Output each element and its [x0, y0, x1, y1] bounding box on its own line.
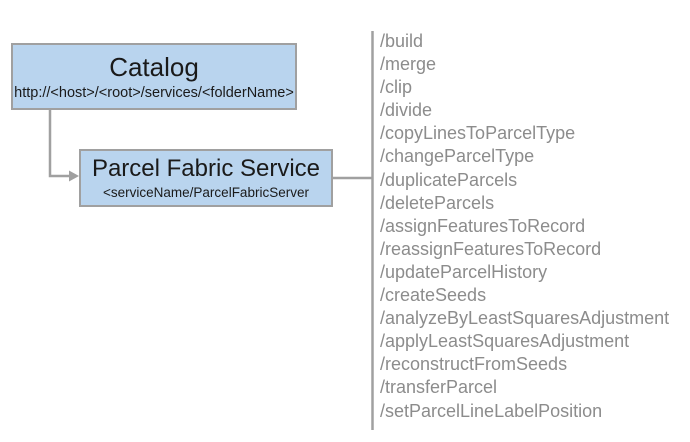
operation-item[interactable]: /updateParcelHistory [380, 261, 548, 282]
operation-item[interactable]: /assignFeaturesToRecord [380, 215, 586, 236]
operation-item[interactable]: /reassignFeaturesToRecord [380, 238, 602, 259]
node-parcel-fabric-service[interactable]: Parcel Fabric Service <serviceName/Parce… [79, 149, 333, 207]
operation-item[interactable]: /clip [380, 77, 413, 98]
operation-item[interactable]: /merge [380, 54, 437, 75]
node-parcel-fabric-service-title: Parcel Fabric Service [91, 155, 321, 182]
node-catalog[interactable]: Catalog http://<host>/<root>/services/<f… [11, 43, 297, 110]
operation-item[interactable]: /changeParcelType [380, 146, 535, 167]
operation-item[interactable]: /copyLinesToParcelType [380, 123, 576, 144]
operation-item[interactable]: /applyLeastSquaresAdjustment [380, 331, 630, 352]
operations-list: /build/merge/clip/divide/copyLinesToParc… [380, 30, 680, 423]
operation-item[interactable]: /build [380, 31, 424, 51]
operation-item[interactable]: /reconstructFromSeeds [380, 354, 568, 375]
node-catalog-url: http://<host>/<root>/services/<folderNam… [14, 84, 294, 101]
operation-item[interactable]: /analyzeByLeastSquaresAdjustment [380, 308, 670, 329]
operation-item[interactable]: /duplicateParcels [380, 169, 518, 190]
operation-item[interactable]: /createSeeds [380, 285, 487, 306]
operation-item[interactable]: /setParcelLineLabelPosition [380, 400, 603, 421]
operation-item[interactable]: /divide [380, 100, 433, 121]
connector-catalog-to-service [48, 110, 70, 178]
node-parcel-fabric-service-path: <serviceName/ParcelFabricServer [103, 185, 309, 200]
operation-item[interactable]: /transferParcel [380, 377, 498, 398]
arrowhead-icon [69, 170, 79, 182]
node-catalog-title: Catalog [109, 51, 199, 82]
operation-item[interactable]: /deleteParcels [380, 192, 495, 213]
